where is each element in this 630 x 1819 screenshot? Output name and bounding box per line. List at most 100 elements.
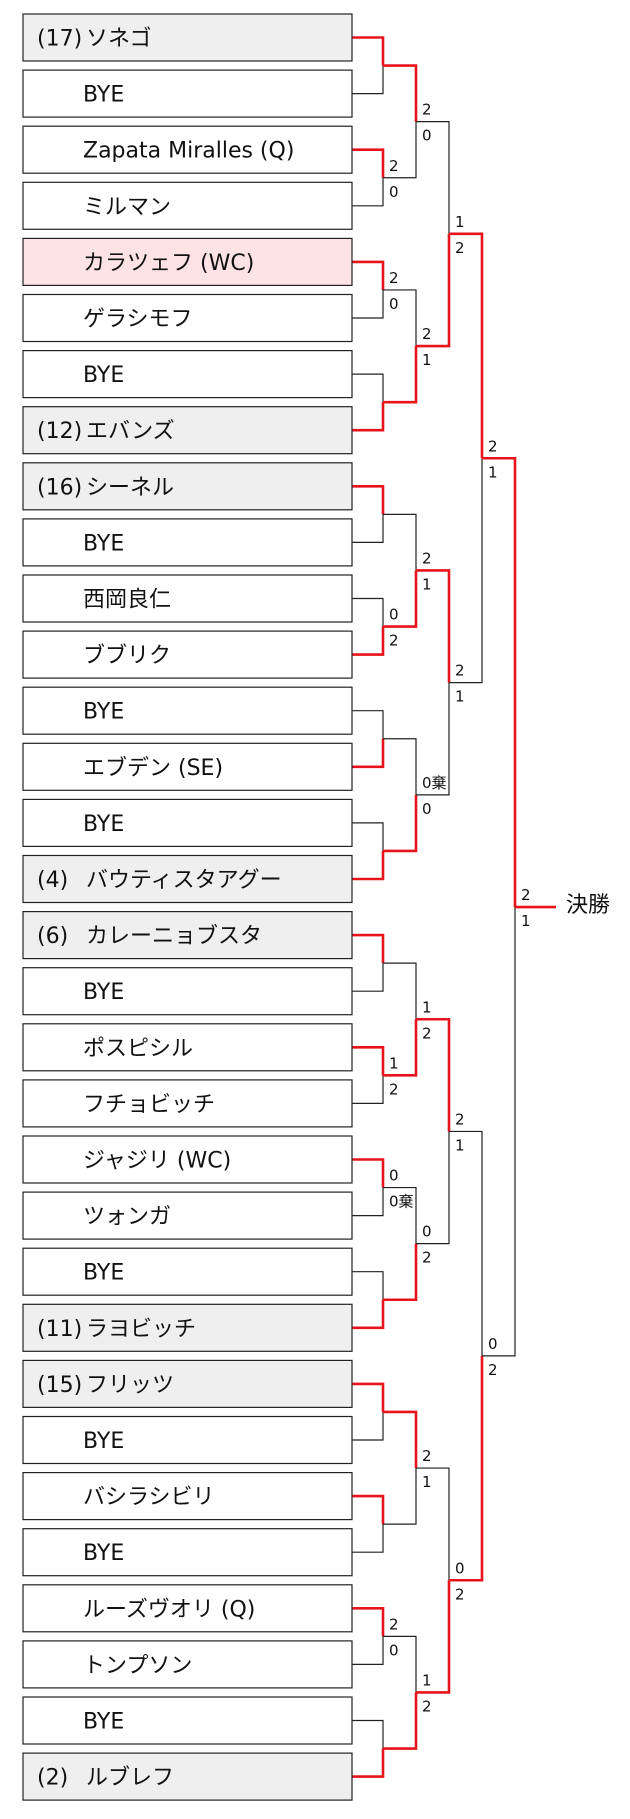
winner-path	[383, 794, 418, 853]
winner-path	[352, 148, 385, 178]
match-connector	[416, 1467, 451, 1694]
player-name: フリッツ	[86, 1373, 174, 1398]
score-bottom: 0	[389, 1641, 399, 1659]
score-top: 0棄	[422, 774, 447, 792]
player-entry: BYE	[22, 967, 353, 1016]
player-entry: Zapata Miralles (Q)	[22, 125, 353, 174]
score-bottom: 2	[455, 1585, 465, 1603]
score-top: 0	[389, 606, 399, 624]
player-entry: BYE	[22, 798, 353, 848]
loser-path	[352, 1719, 384, 1749]
score-top: 1	[422, 998, 432, 1016]
player-name: BYE	[83, 531, 124, 556]
score-top: 2	[389, 269, 399, 287]
player-entry: カラツェフ (WC)	[22, 237, 353, 286]
player-name: BYE	[83, 1710, 124, 1735]
match-score: 21	[422, 549, 432, 593]
score-bottom: 0	[422, 127, 432, 145]
winner-path	[352, 1494, 385, 1525]
match-score: 00棄	[389, 1167, 414, 1211]
loser-path	[352, 289, 384, 319]
player-name: トンプソン	[83, 1653, 192, 1678]
match-connector	[383, 1186, 418, 1302]
match-connector	[383, 738, 418, 853]
winner-path	[383, 1019, 418, 1077]
loser-path	[383, 513, 417, 571]
bracket-lines	[352, 36, 556, 1778]
match-score: 12	[389, 1054, 399, 1098]
player-name: カレーニョブスタ	[86, 924, 262, 949]
winner-path	[352, 1046, 385, 1076]
player-entry: (15)フリッツ	[22, 1359, 353, 1409]
player-entry: バシラシビリ	[22, 1471, 353, 1521]
player-entry: BYE	[22, 518, 353, 567]
score-top: 2	[521, 886, 531, 904]
match-connector	[352, 1271, 385, 1330]
score-top: 2	[455, 662, 465, 680]
loser-path	[383, 1468, 417, 1525]
winner-path	[383, 1243, 418, 1302]
match-connector	[449, 232, 484, 684]
match-connector	[352, 1382, 385, 1441]
match-connector	[352, 1158, 385, 1217]
loser-path	[352, 1636, 384, 1665]
final-label: 決勝	[566, 893, 611, 919]
match-score: 02	[488, 1335, 498, 1379]
player-box	[22, 1247, 353, 1296]
loser-path	[352, 177, 384, 207]
player-box	[22, 181, 353, 230]
score-top: 2	[422, 1447, 432, 1465]
player-box	[22, 1696, 353, 1745]
score-bottom: 2	[422, 1024, 432, 1042]
match-score: 02	[422, 1223, 432, 1267]
loser-path	[383, 1635, 417, 1693]
player-entry: ルーズヴオリ (Q)	[22, 1584, 353, 1633]
loser-path	[352, 1411, 384, 1441]
player-seed: (12)	[37, 419, 82, 444]
player-name: BYE	[83, 1261, 124, 1286]
match-score: 20	[422, 101, 432, 145]
player-box	[22, 293, 353, 343]
match-score: 02	[455, 1559, 465, 1603]
player-box	[22, 13, 353, 62]
score-bottom: 1	[521, 912, 531, 930]
winner-path	[383, 346, 418, 404]
player-entry: BYE	[22, 686, 353, 735]
player-box	[22, 237, 353, 286]
score-top: 0	[455, 1559, 465, 1577]
score-bottom: 1	[455, 1136, 465, 1154]
match-connector	[352, 1719, 385, 1778]
score-bottom: 1	[422, 575, 432, 593]
score-bottom: 2	[455, 239, 465, 257]
match-connector	[352, 933, 385, 992]
player-box	[22, 350, 353, 399]
player-entry: 西岡良仁	[22, 574, 353, 623]
player-seed: (17)	[37, 27, 82, 52]
player-entry: BYE	[22, 1247, 353, 1296]
winner-path	[352, 1382, 385, 1412]
match-connector	[352, 597, 385, 656]
player-entry: ジャジリ (WC)	[22, 1135, 353, 1184]
player-box	[22, 742, 353, 791]
loser-path	[416, 682, 450, 796]
winner-path	[383, 1410, 418, 1469]
loser-path	[449, 1130, 483, 1356]
score-bottom: 1	[422, 351, 432, 369]
match-score: 21	[455, 1110, 465, 1154]
match-score: 20	[389, 269, 399, 313]
player-entry: (2)ルブレフ	[22, 1752, 353, 1801]
player-name: BYE	[83, 812, 124, 837]
player-name: ツォンガ	[83, 1205, 171, 1230]
winner-path	[383, 64, 418, 122]
player-name: ソネゴ	[86, 27, 152, 52]
player-entry: ゲラシモフ	[22, 293, 353, 343]
score-top: 0	[422, 1223, 432, 1241]
winner-path	[352, 260, 385, 290]
player-name: BYE	[83, 980, 124, 1005]
match-connector	[383, 1635, 418, 1750]
player-entry: (11)ラヨビッチ	[22, 1303, 353, 1352]
player-name: BYE	[83, 700, 124, 725]
loser-path	[352, 710, 384, 739]
score-top: 1	[422, 1671, 432, 1689]
player-entry: ツォンガ	[22, 1191, 353, 1240]
